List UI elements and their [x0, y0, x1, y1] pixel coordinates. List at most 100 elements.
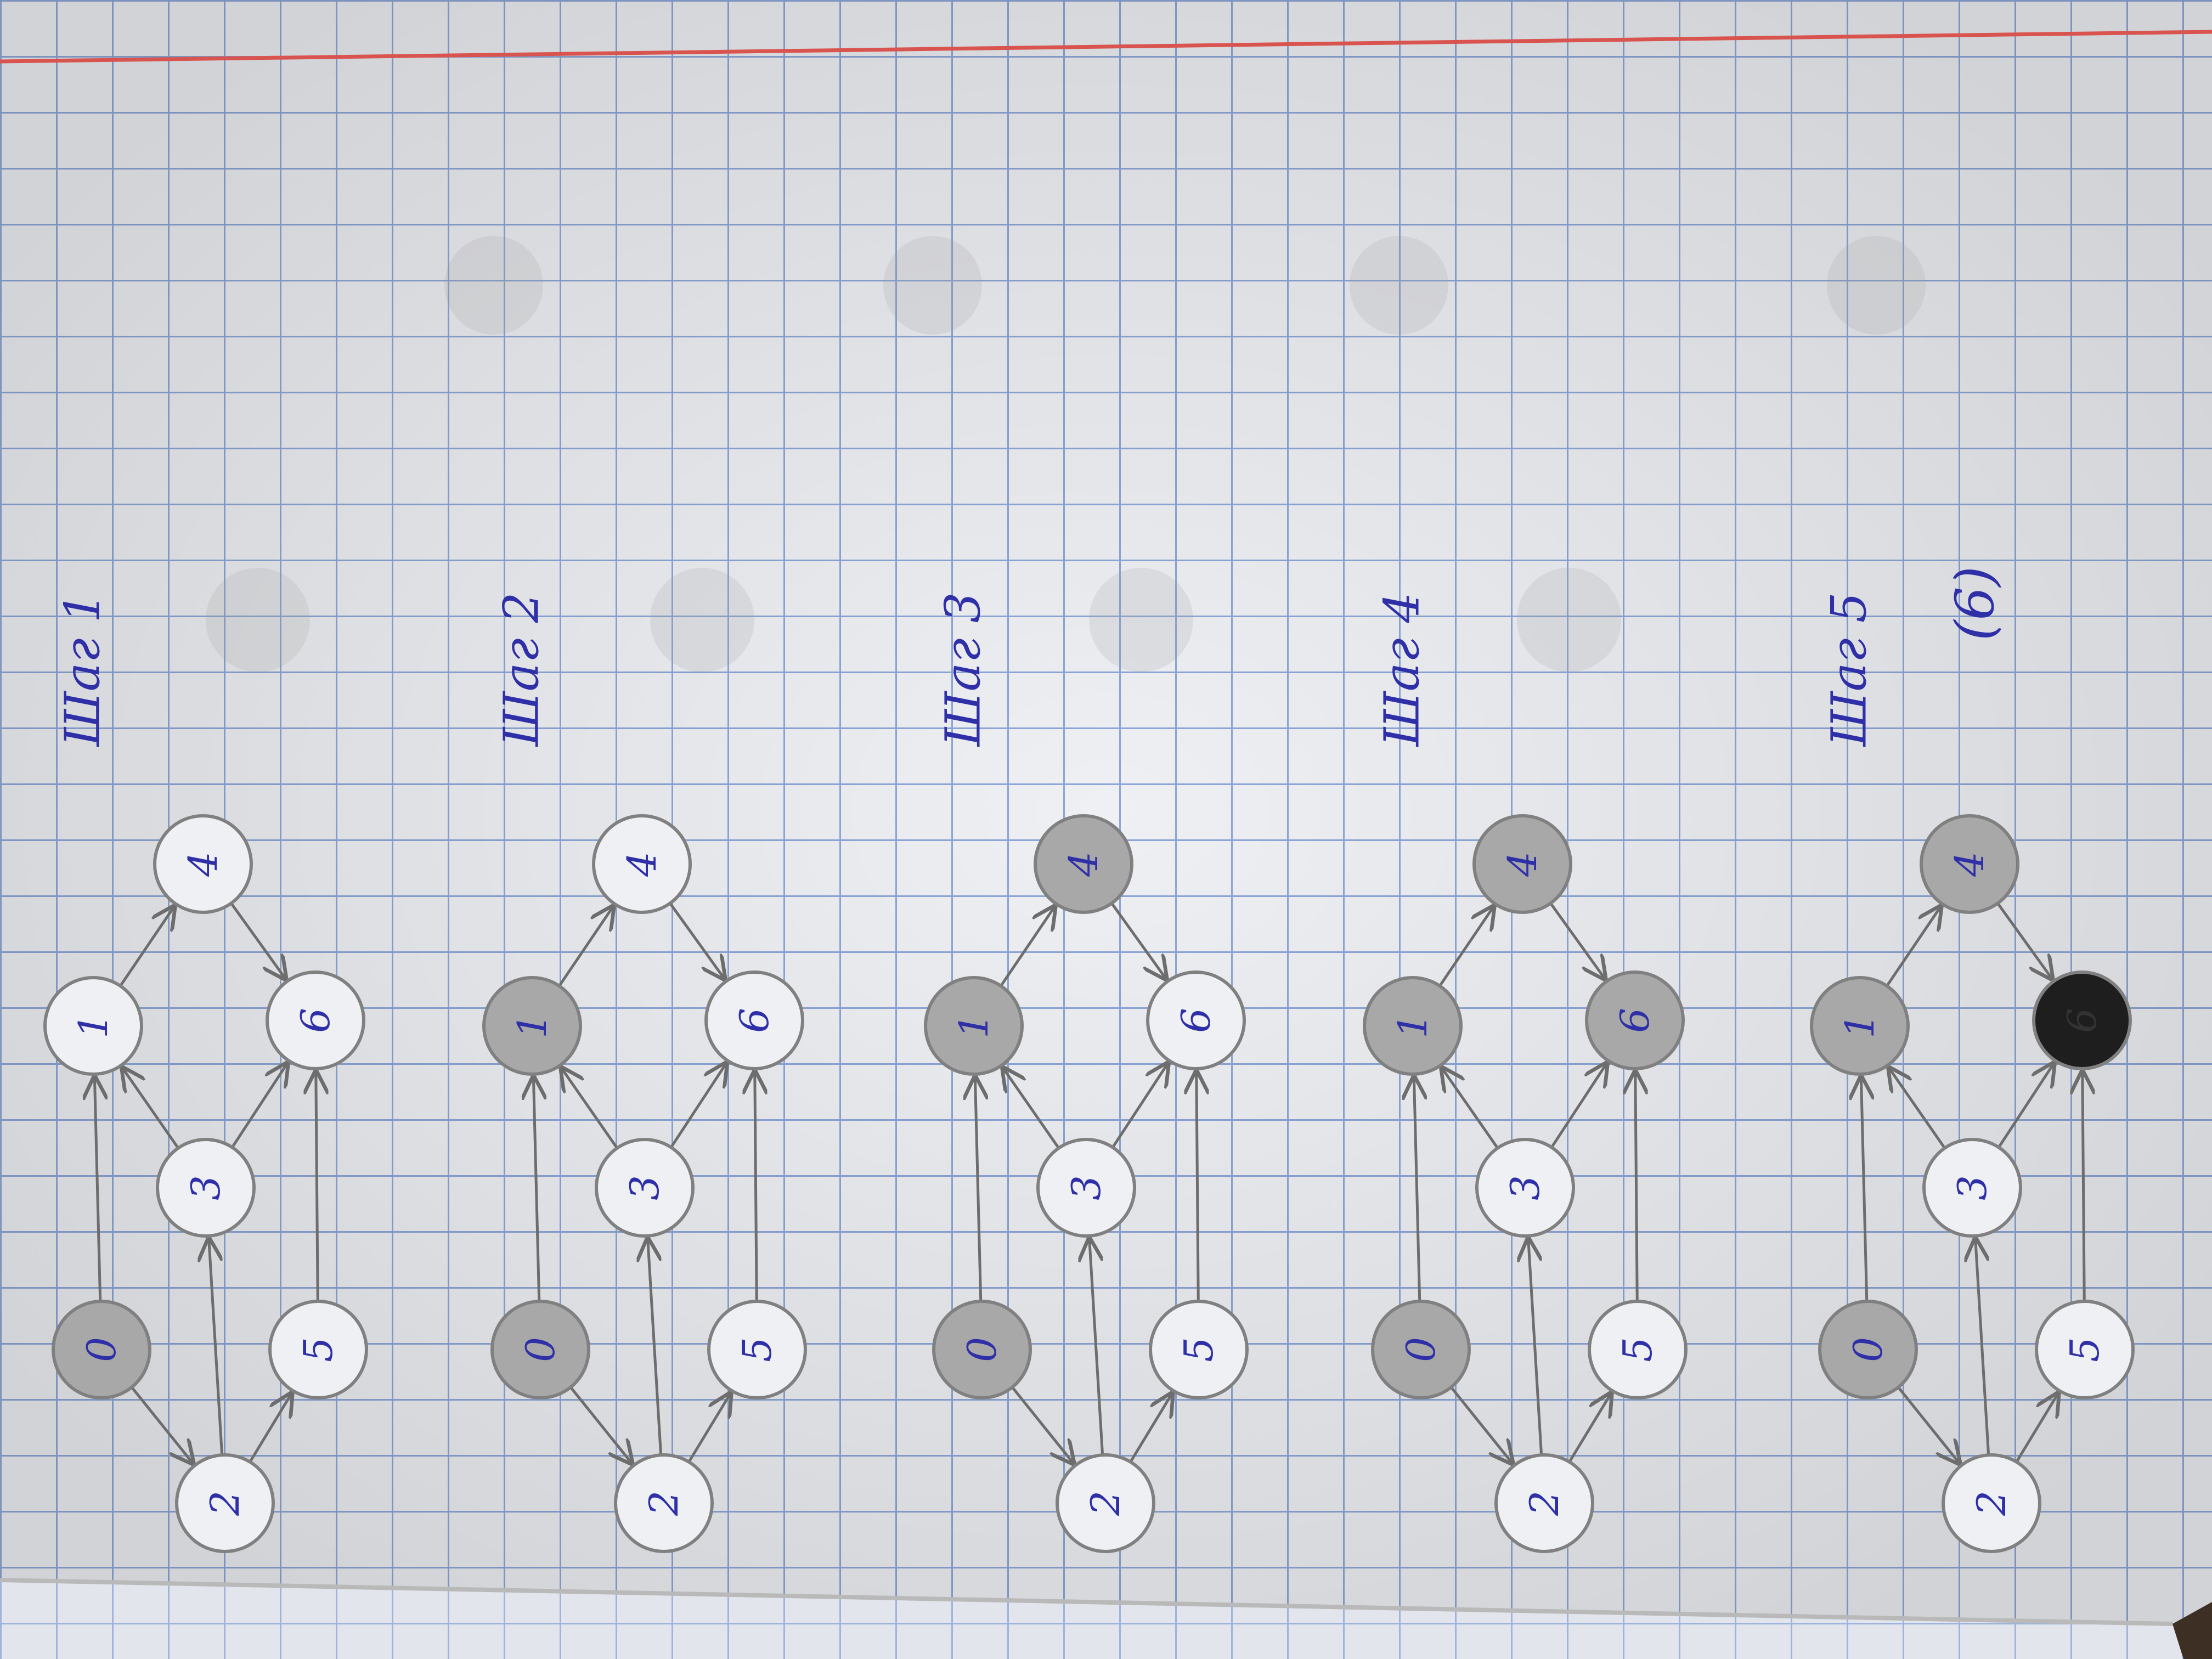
edge-4-6 [669, 902, 724, 978]
edge-2-5 [687, 1393, 731, 1463]
edge-5-6 [316, 1072, 318, 1302]
edge-1-4 [1438, 907, 1493, 987]
margin-line [0, 30, 2212, 64]
edge-3-6 [1111, 1064, 1167, 1148]
step-label: Шаг 1 [54, 592, 111, 747]
edge-1-4 [1886, 907, 1940, 987]
node-4 [1472, 814, 1572, 914]
step-label: Шаг 2 [493, 592, 550, 747]
node-label-6: 6 [1612, 1008, 1658, 1033]
node-label-6: 6 [1173, 1008, 1219, 1033]
step-label: Шаг 5 [1821, 592, 1877, 747]
node-3 [595, 1138, 695, 1238]
node-label-5: 5 [295, 1337, 341, 1362]
node-label-0: 0 [517, 1337, 563, 1362]
node-5 [1149, 1300, 1249, 1400]
node-label-3: 3 [1949, 1175, 1995, 1200]
edge-4-6 [1996, 902, 2052, 978]
node-1 [1810, 976, 1910, 1076]
edge-0-1 [533, 1077, 539, 1302]
step-note: (6) [1944, 566, 2006, 641]
node-label-1: 1 [1390, 1013, 1436, 1039]
edge-0-1 [1414, 1077, 1419, 1302]
edge-0-2 [131, 1386, 193, 1463]
node-2 [1056, 1453, 1155, 1553]
node-label-0: 0 [1845, 1337, 1891, 1362]
node-6 [266, 970, 365, 1070]
node-label-6: 6 [292, 1008, 338, 1033]
edge-5-6 [1197, 1072, 1198, 1302]
edge-3-6 [1550, 1064, 1606, 1148]
edge-2-3 [1090, 1239, 1104, 1455]
edge-0-2 [1011, 1386, 1073, 1463]
node-label-2: 2 [202, 1491, 248, 1516]
node-0 [490, 1300, 590, 1400]
paper-sheet [0, 0, 2212, 1624]
node-1 [43, 976, 143, 1076]
node-label-4: 4 [180, 851, 226, 877]
node-label-0: 0 [959, 1337, 1005, 1362]
node-4 [1920, 814, 2019, 914]
edge-3-1 [1442, 1068, 1499, 1149]
node-5 [2035, 1300, 2135, 1400]
edge-2-3 [1528, 1239, 1543, 1455]
edge-3-6 [1997, 1064, 2053, 1148]
node-label-2: 2 [1082, 1491, 1128, 1516]
node-2 [1494, 1453, 1594, 1553]
node-1 [924, 976, 1024, 1076]
node-3 [1036, 1138, 1136, 1238]
edge-5-6 [1635, 1072, 1637, 1302]
node-label-5: 5 [2062, 1337, 2108, 1362]
edge-2-5 [249, 1393, 292, 1463]
node-label-0: 0 [1398, 1337, 1444, 1362]
node-label-6: 6 [2059, 1008, 2105, 1033]
node-4 [592, 814, 692, 914]
node-label-1: 1 [951, 1013, 997, 1039]
node-label-6: 6 [731, 1008, 777, 1033]
edge-2-5 [1129, 1393, 1172, 1463]
node-1 [482, 976, 582, 1076]
node-label-2: 2 [1521, 1491, 1567, 1516]
lower-page-edge [0, 1578, 2183, 1659]
node-label-4: 4 [1499, 851, 1545, 877]
bleed-through-marks [206, 236, 1926, 672]
node-label-5: 5 [734, 1337, 780, 1362]
node-label-4: 4 [1060, 851, 1107, 877]
edge-3-1 [1889, 1068, 1946, 1149]
node-label-3: 3 [183, 1175, 229, 1200]
node-5 [1588, 1300, 1688, 1400]
edge-3-1 [123, 1068, 179, 1149]
edge-1-4 [558, 907, 613, 987]
node-5 [707, 1300, 807, 1400]
node-label-1: 1 [1837, 1013, 1883, 1039]
node-6 [2032, 970, 2132, 1070]
edge-5-6 [2083, 1072, 2084, 1302]
node-2 [175, 1453, 275, 1553]
node-label-3: 3 [1502, 1175, 1548, 1200]
edge-0-2 [1897, 1386, 1959, 1463]
edge-0-1 [94, 1077, 100, 1302]
node-label-4: 4 [619, 851, 665, 877]
node-2 [1942, 1453, 2041, 1553]
edge-4-6 [1110, 902, 1166, 978]
node-6 [1585, 970, 1685, 1070]
edge-2-3 [648, 1239, 663, 1455]
node-5 [268, 1300, 368, 1400]
node-label-2: 2 [641, 1491, 687, 1516]
node-label-3: 3 [622, 1175, 668, 1200]
edge-2-5 [1568, 1393, 1611, 1463]
node-2 [614, 1453, 714, 1553]
edge-4-6 [230, 902, 285, 978]
edge-0-2 [1450, 1386, 1512, 1463]
step-label: Шаг 3 [935, 592, 991, 747]
node-0 [1818, 1300, 1918, 1400]
node-4 [1034, 814, 1133, 914]
edge-3-6 [670, 1064, 726, 1148]
node-label-3: 3 [1063, 1175, 1109, 1200]
edge-3-1 [1003, 1068, 1060, 1149]
node-label-5: 5 [1176, 1337, 1222, 1362]
